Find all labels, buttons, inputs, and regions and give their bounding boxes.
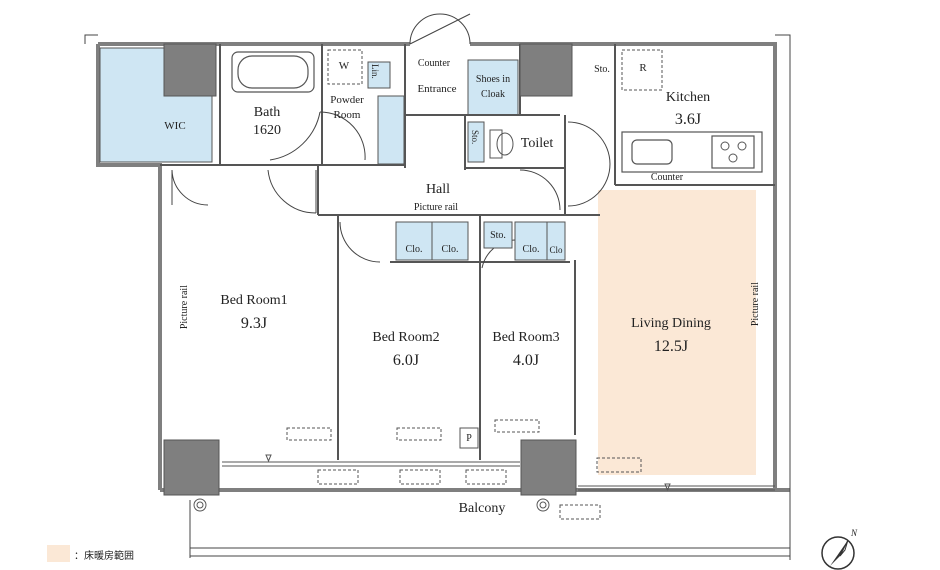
ac-units (286, 419, 642, 520)
living-dining-size: 12.5J (653, 338, 689, 355)
kitchen-label: Kitchen (665, 90, 711, 105)
refrigerator-label: R (639, 62, 647, 74)
floor-heating-legend-label: ：床暖房範囲 (74, 551, 134, 562)
living-dining-label: Living Dining (631, 316, 711, 331)
bath-size: 1620 (253, 123, 281, 138)
clo-4 (546, 221, 566, 261)
bed-room-1-picture-rail-label: Picture rail (179, 285, 190, 330)
entrance-label: Entrance (417, 83, 457, 95)
kitchen-storage-label: Sto. (594, 64, 610, 75)
north-arrow-icon (821, 536, 855, 570)
balcony-label: Balcony (458, 501, 506, 516)
interior-walls (160, 44, 775, 460)
shoes-cloak (467, 59, 519, 116)
drain-icon (193, 498, 550, 512)
toilet-storage-label: Sto. (470, 130, 480, 145)
refrigerator-space (621, 49, 663, 91)
closet-label-2: Clo. (441, 244, 459, 255)
bed-room-2-size: 6.0J (392, 352, 420, 369)
pipe-space (459, 427, 479, 449)
closet-label-4: Clo (549, 245, 563, 255)
floor-heating-legend-swatch (47, 545, 70, 562)
doors (171, 13, 611, 269)
closet-label-1: Clo. (405, 244, 423, 255)
kitchen-size: 3.6J (674, 111, 702, 128)
stove-burner-icon (720, 141, 747, 163)
bed-room-1-label: Bed Room1 (220, 293, 288, 308)
bathtub-icon (231, 51, 315, 93)
hall-label: Hall (425, 182, 451, 197)
wic-label: WIC (164, 120, 186, 132)
balcony-windows (222, 454, 775, 492)
toilet-fixture (489, 129, 514, 159)
powder-room-label-2: Room (333, 109, 361, 121)
powder-room-label: Powder (330, 94, 364, 106)
hall-storage-label: Sto. (490, 230, 506, 241)
linen-label: Lin. (370, 64, 380, 79)
columns (163, 43, 577, 496)
washer-label: W (338, 60, 350, 72)
floor-heating-area (598, 190, 756, 475)
clo-3 (514, 221, 548, 261)
linen-closet (367, 61, 391, 89)
toilet-label: Toilet (520, 136, 554, 151)
bed-room-3-label: Bed Room3 (492, 330, 560, 345)
clo-2 (431, 221, 469, 261)
hall-storage (483, 221, 513, 249)
toilet-storage (467, 121, 485, 163)
powder-storage (377, 95, 405, 165)
entrance-counter-label: Counter (417, 58, 451, 69)
hall-picture-rail-label: Picture rail (413, 202, 459, 213)
bed-room-2-label: Bed Room2 (372, 330, 440, 345)
north-label: N (851, 528, 858, 538)
shoes-in-cloak-label-2: Cloak (481, 89, 505, 100)
closet-label-3: Clo. (522, 244, 540, 255)
bed-room-3-size: 4.0J (512, 352, 540, 369)
pipe-space-label: P (466, 433, 472, 444)
bed-room-1-size: 9.3J (240, 315, 268, 332)
washer-space (327, 49, 363, 85)
living-picture-rail-label: Picture rail (750, 282, 761, 327)
bath-label: Bath (253, 105, 281, 120)
kitchen-counter-label: Counter (650, 172, 684, 183)
shoes-in-cloak-label: Shoes in (475, 74, 511, 85)
kitchen-counter (621, 131, 763, 173)
